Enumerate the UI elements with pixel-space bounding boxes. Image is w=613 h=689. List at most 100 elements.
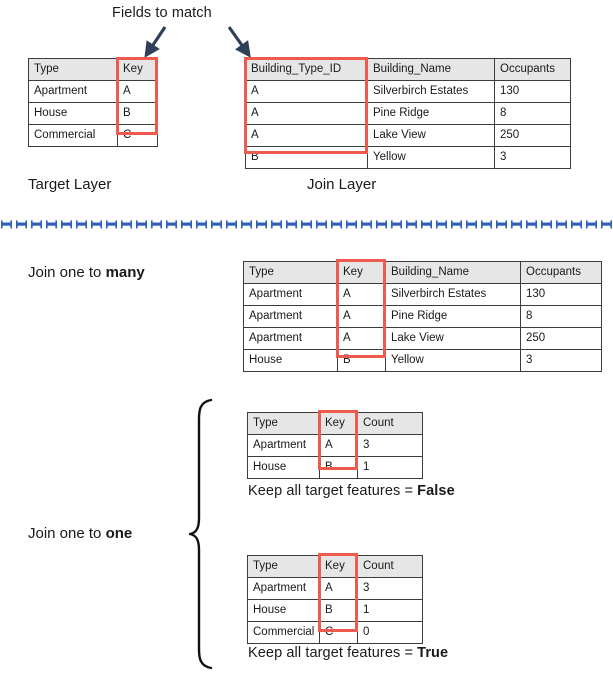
arrow-down-right-icon	[227, 26, 251, 58]
table-row: B Yellow 3	[245, 146, 571, 169]
cell-building-name: Silverbirch Estates	[367, 80, 495, 103]
cell-type: Apartment	[243, 283, 338, 306]
cell-type: House	[247, 456, 320, 479]
cell-occupants: 8	[494, 102, 571, 125]
column-header-occupants: Occupants	[494, 58, 571, 81]
table-row: A Silverbirch Estates 130	[245, 80, 571, 103]
column-header-building-type-id: Building_Type_ID	[245, 58, 368, 81]
cell-building-name: Silverbirch Estates	[385, 283, 521, 306]
cell-type: House	[243, 349, 338, 372]
column-header-occupants: Occupants	[520, 261, 602, 284]
cell-type: Commercial	[247, 621, 320, 644]
cell-occupants: 3	[520, 349, 602, 372]
cell-key: B	[337, 349, 386, 372]
cell-occupants: 250	[520, 327, 602, 350]
cell-type: Apartment	[243, 305, 338, 328]
join-one-to-one-label: Join one to one	[28, 525, 132, 542]
cell-type: Apartment	[247, 577, 320, 600]
cell-count: 1	[357, 599, 423, 622]
cell-key: B	[319, 599, 358, 622]
table-row: Apartment A 3	[247, 434, 423, 457]
cell-occupants: 8	[520, 305, 602, 328]
cell-key: A	[337, 283, 386, 306]
cell-building-name: Lake View	[385, 327, 521, 350]
table-row: Commercial C 0	[247, 621, 423, 644]
fields-to-match-label: Fields to match	[112, 5, 212, 21]
one-to-many-table-wrap: Type Key Building_Name Occupants Apartme…	[243, 259, 602, 372]
cell-key: B	[117, 102, 158, 125]
table-header-row: Type Key Count	[247, 412, 423, 435]
table-row: Apartment A	[28, 80, 158, 103]
dashed-divider-icon	[0, 220, 613, 229]
cell-building-name: Lake View	[367, 124, 495, 147]
join-layer-caption: Join Layer	[307, 176, 377, 193]
cell-key: A	[117, 80, 158, 103]
table-header-row: Building_Type_ID Building_Name Occupants	[245, 58, 571, 81]
cell-count: 3	[357, 577, 423, 600]
table-row: Commercial C	[28, 124, 158, 147]
cell-count: 3	[357, 434, 423, 457]
column-header-type: Type	[247, 412, 320, 435]
cell-building-type-id: B	[245, 146, 368, 169]
keep-all-false-label: Keep all target features = False	[248, 483, 455, 499]
table-row: House B 1	[247, 456, 423, 479]
cell-building-type-id: A	[245, 80, 368, 103]
cell-occupants: 130	[494, 80, 571, 103]
join-one-to-one-emphasis: one	[105, 525, 133, 542]
column-header-type: Type	[247, 555, 320, 578]
keep-all-true-label: Keep all target features = True	[248, 645, 448, 661]
column-header-type: Type	[243, 261, 338, 284]
cell-key: A	[319, 577, 358, 600]
one-to-one-false-table: Type Key Count Apartment A 3 House B 1	[247, 412, 423, 479]
one-to-one-true-table: Type Key Count Apartment A 3 House B 1 C…	[247, 555, 423, 644]
table-row: Apartment A Lake View 250	[243, 327, 602, 350]
cell-key: A	[337, 305, 386, 328]
column-header-key: Key	[117, 58, 158, 81]
cell-building-type-id: A	[245, 102, 368, 125]
table-row: Apartment A Pine Ridge 8	[243, 305, 602, 328]
table-row: Apartment A 3	[247, 577, 423, 600]
join-one-to-many-emphasis: many	[105, 264, 145, 281]
cell-count: 1	[357, 456, 423, 479]
curly-brace-icon	[188, 398, 213, 670]
cell-occupants: 130	[520, 283, 602, 306]
column-header-count: Count	[357, 555, 423, 578]
cell-key: C	[319, 621, 358, 644]
table-header-row: Type Key Count	[247, 555, 423, 578]
join-layer-table: Building_Type_ID Building_Name Occupants…	[245, 58, 571, 169]
cell-key: A	[319, 434, 358, 457]
target-layer-table-wrap: Type Key Apartment A House B Commercial …	[28, 57, 158, 147]
cell-type: Apartment	[243, 327, 338, 350]
table-row: House B	[28, 102, 158, 125]
cell-count: 0	[357, 621, 423, 644]
target-layer-table: Type Key Apartment A House B Commercial …	[28, 58, 158, 147]
table-row: A Pine Ridge 8	[245, 102, 571, 125]
join-one-to-one-prefix: Join one to	[28, 525, 106, 542]
one-to-many-table: Type Key Building_Name Occupants Apartme…	[243, 261, 602, 372]
cell-building-name: Pine Ridge	[367, 102, 495, 125]
one-to-one-true-table-wrap: Type Key Count Apartment A 3 House B 1 C…	[247, 553, 423, 644]
table-row: Apartment A Silverbirch Estates 130	[243, 283, 602, 306]
column-header-building-name: Building_Name	[367, 58, 495, 81]
table-header-row: Type Key	[28, 58, 158, 81]
cell-type: House	[247, 599, 320, 622]
one-to-one-false-table-wrap: Type Key Count Apartment A 3 House B 1	[247, 410, 423, 479]
cell-occupants: 250	[494, 124, 571, 147]
target-layer-caption: Target Layer	[28, 176, 112, 193]
table-header-row: Type Key Building_Name Occupants	[243, 261, 602, 284]
column-header-key: Key	[319, 412, 358, 435]
keep-all-value: False	[417, 483, 455, 499]
table-row: House B 1	[247, 599, 423, 622]
cell-building-type-id: A	[245, 124, 368, 147]
column-header-count: Count	[357, 412, 423, 435]
arrow-down-left-icon	[144, 26, 167, 58]
cell-building-name: Yellow	[367, 146, 495, 169]
cell-type: House	[28, 102, 118, 125]
cell-type: Commercial	[28, 124, 118, 147]
cell-key: B	[319, 456, 358, 479]
cell-type: Apartment	[247, 434, 320, 457]
column-header-key: Key	[337, 261, 386, 284]
cell-occupants: 3	[494, 146, 571, 169]
table-row: A Lake View 250	[245, 124, 571, 147]
cell-building-name: Yellow	[385, 349, 521, 372]
